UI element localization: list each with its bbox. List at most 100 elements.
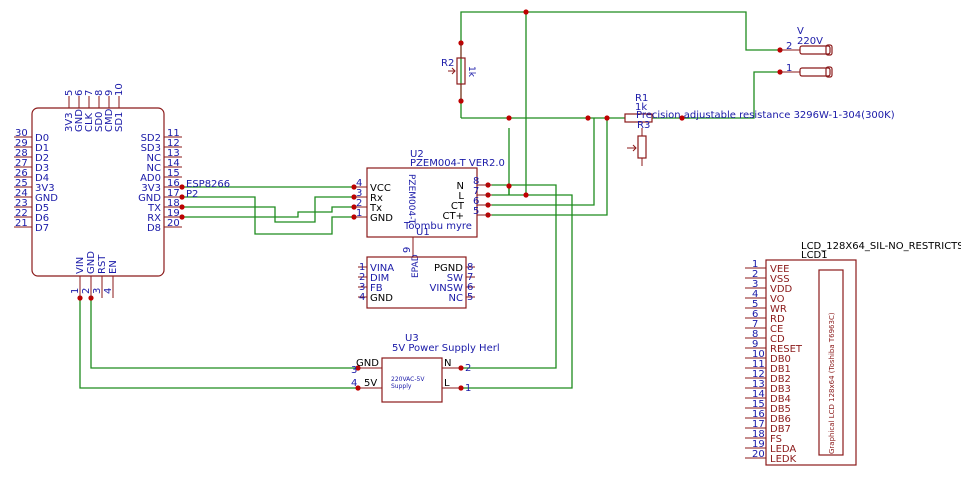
pzem-module[interactable]: U2 PZEM004-T VER2.0 PZEM004-T Toombu myr… — [354, 149, 505, 278]
esp-left-pin-name: D3 — [35, 163, 49, 174]
esp-left-pin-name: D1 — [35, 143, 49, 154]
junction-dot — [523, 192, 529, 198]
u2-left-pin-num: 4 — [356, 178, 362, 189]
lcd-pin-name: WR — [770, 304, 787, 315]
esp-right-pin-name: NC — [147, 153, 161, 164]
lcd-pin-num: 14 — [752, 389, 765, 400]
esp-bottom-pin-name: VIN — [75, 257, 86, 274]
u2-ref: U2 — [410, 149, 424, 160]
esp-right-pin-num: 18 — [167, 198, 180, 209]
lcd-pin-name: VO — [770, 294, 785, 305]
lcd-pin-num: 2 — [752, 269, 758, 280]
u3-body-line1: 220VAC-5V — [391, 376, 425, 383]
esp-left-pin-num: 23 — [15, 198, 28, 209]
r1-desc: Precision adjustable resistance 3296W-1-… — [636, 110, 895, 121]
lcd-pin-num: 11 — [752, 359, 765, 370]
lcd-pin-name: DB0 — [770, 354, 791, 365]
esp-right-pin-name: SD3 — [141, 143, 161, 154]
junction-dot — [523, 9, 529, 15]
esp-left-pin-num: 22 — [15, 208, 28, 219]
lcd-pin-name: DB3 — [770, 384, 791, 395]
lcd-pin-name: RD — [770, 314, 785, 325]
esp-right-pin-name: SD2 — [141, 133, 161, 144]
u1-right-pin-num: 5 — [467, 292, 473, 303]
u1-right-pin-num: 8 — [467, 262, 473, 273]
r3-ref: R3 — [637, 120, 650, 131]
esp-ref: ESP8266 — [186, 179, 230, 190]
u1-left-pin-num: 4 — [359, 292, 365, 303]
esp-right-pin-num: 17 — [167, 188, 180, 199]
esp-left-pin-name: D6 — [35, 213, 49, 224]
u1-right-pin-name: SW — [447, 273, 463, 284]
r2-ref: R2 — [441, 58, 454, 69]
u2-extra-label: Toombu myre — [403, 221, 472, 232]
resistor-r1[interactable]: R1 1k Precision adjustable resistance 32… — [624, 93, 895, 123]
esp-left-pin-num: 28 — [15, 148, 28, 159]
esp-right-pin-num: 15 — [167, 168, 180, 179]
esp-left-pin-num: 30 — [15, 128, 28, 139]
resistor-r3[interactable]: R3 — [627, 120, 650, 166]
esp-right-pin-num: 14 — [167, 158, 180, 169]
esp-top-pin-name: SD0 — [94, 112, 105, 132]
esp-top-pin-num: 8 — [94, 90, 105, 96]
v-pin-1-num: 1 — [786, 63, 792, 74]
u1-body — [366, 256, 467, 309]
u2-body-text: PZEM004-T — [406, 174, 416, 225]
lcd-pin-name: DB6 — [770, 414, 791, 425]
lcd-pin-num: 13 — [752, 379, 765, 390]
u3-pin-1-name: L — [444, 378, 450, 389]
v-plug-1 — [799, 67, 831, 77]
esp-left-pin-num: 24 — [15, 188, 28, 199]
u2-pin-9-num: 9 — [402, 247, 413, 253]
lcd-module[interactable]: LCD_128X64_SIL-NO_RESTRICTS LCD1 Graphic… — [745, 241, 961, 466]
esp-bottom-pin-num: 1 — [70, 288, 81, 294]
power-supply-module[interactable]: U3 5V Power Supply Herl 220VAC-5V Supply… — [351, 333, 500, 403]
wire-tx — [182, 196, 354, 223]
esp-left-pin-num: 25 — [15, 178, 28, 189]
wire-rx — [182, 206, 354, 218]
esp-right-pin-num: 12 — [167, 138, 180, 149]
u2-left-pin-num: 2 — [356, 198, 362, 209]
resistor-r2[interactable]: R2 1k — [441, 43, 476, 101]
lcd-pin-name: VDD — [770, 284, 793, 295]
u3-pin-3-name: GND — [356, 358, 379, 369]
u3-pin-4-num: 4 — [351, 378, 357, 389]
v-pin-2-num: 2 — [786, 41, 792, 52]
u3-body-line2: Supply — [391, 383, 412, 390]
u1-left-pin-name: GND — [370, 293, 393, 304]
mains-connector[interactable]: V 220V 2 1 — [780, 26, 833, 78]
u3-pin-4-name: 5V — [364, 378, 377, 389]
lcd-pin-name: DB1 — [770, 364, 791, 375]
u2-left-pin-num: 3 — [356, 188, 362, 199]
lcd-inner-frame — [818, 269, 844, 456]
esp-right-pin-name: GND — [138, 193, 161, 204]
lcd-pin-name: VSS — [770, 274, 790, 285]
esp-left-pin-name: D7 — [35, 223, 49, 234]
u2-left-pin-name: VCC — [370, 183, 391, 194]
u1-left-pin-name: VINA — [370, 263, 394, 274]
esp-top-pin-name: GND — [74, 109, 85, 132]
u3-pin-2-name: N — [444, 358, 451, 369]
wire-esp-vin — [79, 298, 358, 389]
lcd-pin-num: 3 — [752, 279, 758, 290]
u2-right-pin-name: CT+ — [443, 211, 464, 222]
u1-right-pin-name: PGND — [434, 263, 463, 274]
lcd-pin-num: 6 — [752, 309, 758, 320]
esp-left-pin-name: D5 — [35, 203, 49, 214]
lcd-pin-name: RESET — [770, 344, 803, 355]
u1-right-pin-num: 6 — [467, 282, 473, 293]
wire-r1-right — [652, 71, 780, 119]
v-ref: V — [797, 26, 804, 37]
u3-body — [381, 357, 443, 403]
lcd-pin-name: LEDA — [770, 444, 796, 455]
wire-ct-plus — [492, 118, 608, 216]
esp-body — [31, 107, 165, 277]
